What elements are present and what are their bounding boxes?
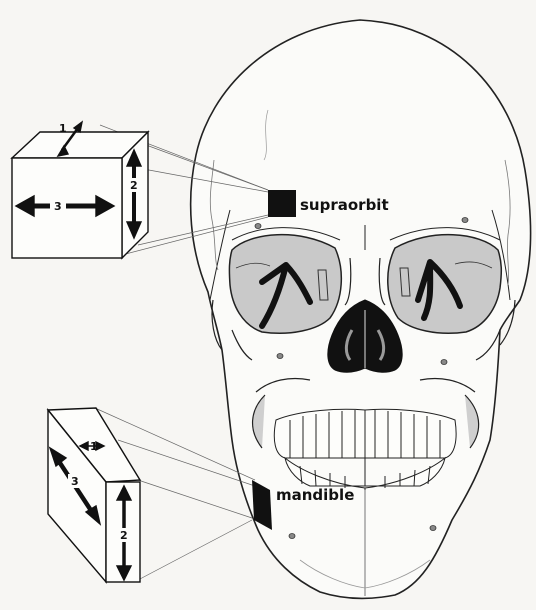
- upper-dim-3-label: 3: [54, 200, 62, 213]
- lower-dim-1-label: 1: [90, 440, 98, 453]
- lower-dim-3-label: 3: [71, 475, 79, 488]
- supraorbit-label: supraorbit: [300, 196, 389, 214]
- upper-dim-2-label: 2: [130, 179, 138, 192]
- left-orbit: [229, 235, 341, 334]
- lower-dim-2-label: 2: [120, 529, 128, 542]
- right-orbit-fill: [388, 235, 502, 334]
- supraorbit-marker: [268, 190, 296, 217]
- upper-dim-1-label: 1: [59, 122, 67, 135]
- left-orbit-fill: [229, 235, 341, 334]
- right-orbit: [388, 235, 502, 334]
- mandible-sample-block: [48, 408, 140, 582]
- teeth: [274, 409, 456, 490]
- mandible-label: mandible: [276, 486, 354, 504]
